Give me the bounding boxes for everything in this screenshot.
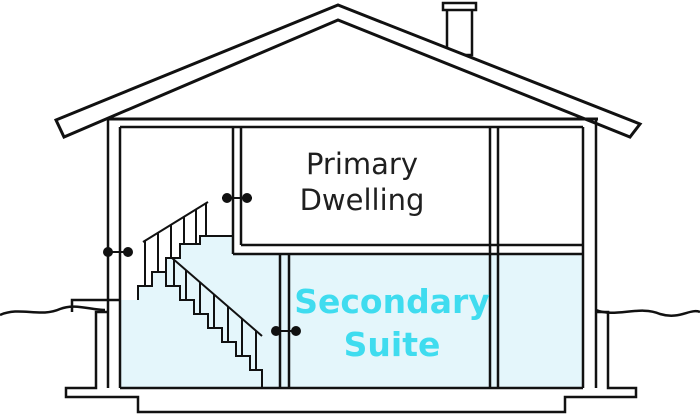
balusters-upper	[144, 203, 207, 286]
secondary-suite-label: Secondary Suite	[262, 280, 522, 366]
door-handles	[103, 193, 301, 336]
balusters-lower	[173, 259, 257, 370]
door-handle-icon	[271, 326, 301, 336]
ground-line-right	[595, 308, 700, 317]
foundation	[64, 298, 638, 414]
stair-steps-upper	[137, 235, 233, 300]
interior-walls	[231, 127, 583, 388]
chimney	[441, 1, 478, 57]
door-handle-icon	[103, 247, 133, 257]
primary-dwelling-line-1: Primary	[305, 147, 419, 181]
secondary-suite-line-2: Suite	[343, 325, 441, 364]
staircase	[137, 201, 263, 388]
ground-line-left	[0, 305, 106, 317]
door-handle-icon	[222, 193, 252, 203]
ledge-left	[70, 298, 120, 312]
roof-outline	[53, 3, 643, 139]
footing-outline	[64, 310, 638, 414]
primary-dwelling-line-2: Dwelling	[299, 183, 425, 217]
secondary-suite-line-1: Secondary	[294, 282, 490, 321]
ground-lines	[0, 305, 700, 317]
primary-dwelling-label: Primary Dwelling	[262, 146, 462, 218]
chimney-cap	[441, 1, 478, 12]
exterior-walls	[106, 119, 598, 388]
chimney-stack	[445, 6, 474, 57]
roof	[53, 3, 643, 139]
handrail-upper	[142, 201, 209, 243]
